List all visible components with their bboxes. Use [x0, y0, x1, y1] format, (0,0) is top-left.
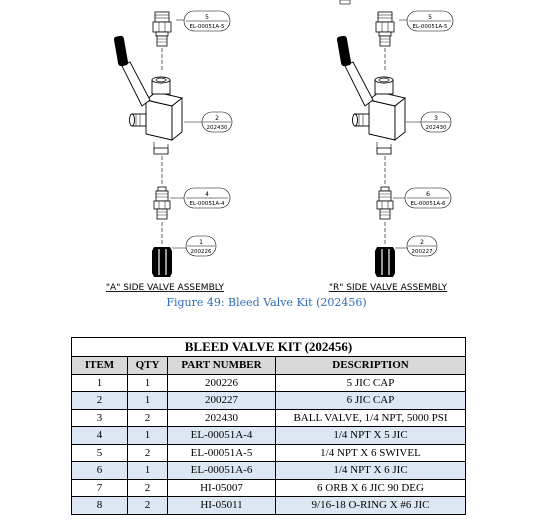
qty-cell: 2 [127, 496, 168, 515]
item-cell: 8 [71, 496, 128, 515]
callout-part-number: EL-00051A-4 [189, 201, 225, 207]
callout-item-number: 5 [205, 14, 209, 21]
table-title: BLEED VALVE KIT (202456) [71, 337, 466, 357]
table-row: 4 1 EL-00051A-4 1/4 NPT X 5 JIC [71, 426, 466, 445]
table-row: 1 1 200226 5 JIC CAP [71, 373, 466, 392]
item-cell: 6 [71, 461, 128, 480]
callout-part-number: EL-00051A-5 [412, 24, 448, 30]
table-row: 2 1 200227 6 JIC CAP [71, 391, 466, 410]
callout-item-number: 2 [420, 239, 424, 246]
column-header: ITEM [71, 356, 128, 375]
callout-item-number: 4 [205, 191, 209, 198]
assembly-a-label: "A" SIDE VALVE ASSEMBLY [106, 283, 225, 293]
callout-item-number: 1 [199, 239, 203, 246]
item-cell: 7 [71, 478, 128, 497]
qty-cell: 2 [127, 408, 168, 427]
callout: 1 200226 [185, 235, 217, 257]
adapter-fitting-part [153, 186, 171, 220]
assembly-drawing: 5 EL-00051A-5 2 202430 4 EL-00051A-4 1 2… [106, 0, 454, 293]
part-number-cell: EL-00051A-5 [167, 443, 276, 462]
item-cell: 5 [71, 443, 128, 462]
figure-caption: Figure 49: Bleed Valve Kit (202456) [166, 296, 367, 309]
assembly-r-label: "R" SIDE VALVE ASSEMBLY [329, 283, 448, 293]
callout: 4 EL-00051A-4 [183, 187, 231, 209]
description-cell: BALL VALVE, 1/4 NPT, 5000 PSI [275, 408, 466, 427]
assembly-r [335, 11, 406, 278]
table-row: 8 2 HI-05011 9/16-18 O-RING X #6 JIC [71, 496, 466, 515]
qty-cell: 1 [127, 426, 168, 445]
part-number-cell: 200227 [167, 391, 276, 410]
swivel-fitting-part [152, 11, 172, 47]
qty-cell: 2 [127, 443, 168, 462]
bom-table: BLEED VALVE KIT (202456) ITEM QTY PART N… [71, 337, 466, 515]
part-number-cell: 202430 [167, 408, 276, 427]
part-number-cell: EL-00051A-4 [167, 426, 276, 445]
callout-item-number: 3 [434, 115, 438, 122]
assembly-a [112, 11, 183, 278]
column-header: QTY [127, 356, 168, 375]
callout: 2 200227 [406, 235, 438, 257]
description-cell: 1/4 NPT X 5 JIC [275, 426, 466, 445]
table-row: 5 2 EL-00051A-5 1/4 NPT X 6 SWIVEL [71, 443, 466, 462]
item-cell: 1 [71, 373, 128, 392]
ball-valve-part [335, 34, 406, 155]
item-cell: 3 [71, 408, 128, 427]
callout: 5 EL-00051A-5 [406, 10, 454, 32]
callout-part-number: 202430 [426, 125, 447, 131]
description-cell: 1/4 NPT X 6 SWIVEL [275, 443, 466, 462]
item-cell: 2 [71, 391, 128, 410]
callout-item-number: 5 [428, 14, 432, 21]
description-cell: 9/16-18 O-RING X #6 JIC [275, 496, 466, 515]
item-cell: 4 [71, 426, 128, 445]
callout: 5 EL-00051A-5 [183, 10, 231, 32]
callout-part-number: EL-00051A-5 [189, 24, 225, 30]
callout: 3 202430 [420, 111, 452, 133]
description-cell: 5 JIC CAP [275, 373, 466, 392]
description-cell: 1/4 NPT X 6 JIC [275, 461, 466, 480]
part-number-cell: EL-00051A-6 [167, 461, 276, 480]
qty-cell: 1 [127, 391, 168, 410]
cap-part [374, 246, 396, 278]
table-header-row: ITEM QTY PART NUMBER DESCRIPTION [71, 356, 466, 375]
callout-part-number: 200226 [191, 249, 212, 255]
description-cell: 6 JIC CAP [275, 391, 466, 410]
callout-part-number: 200227 [412, 249, 433, 255]
callout-part-number: EL-00051A-6 [410, 201, 446, 207]
cap-part [151, 246, 173, 278]
description-cell: 6 ORB X 6 JIC 90 DEG [275, 478, 466, 497]
table-row: 7 2 HI-05007 6 ORB X 6 JIC 90 DEG [71, 478, 466, 497]
callout: 2 202430 [201, 111, 233, 133]
callout-part-number: 202430 [207, 125, 228, 131]
callout: 6 EL-00051A-6 [404, 187, 452, 209]
table-row: 3 2 202430 BALL VALVE, 1/4 NPT, 5000 PSI [71, 408, 466, 427]
callout-item-number: 2 [215, 115, 219, 122]
part-number-cell: 200226 [167, 373, 276, 392]
part-number-cell: HI-05007 [167, 478, 276, 497]
qty-cell: 1 [127, 461, 168, 480]
qty-cell: 1 [127, 373, 168, 392]
part-number-cell: HI-05011 [167, 496, 276, 515]
callout-item-number: 6 [426, 191, 430, 198]
qty-cell: 2 [127, 478, 168, 497]
swivel-fitting-part [375, 11, 395, 47]
adapter-fitting-part [376, 186, 394, 220]
column-header: DESCRIPTION [275, 356, 466, 375]
column-header: PART NUMBER [167, 356, 276, 375]
table-row: 6 1 EL-00051A-6 1/4 NPT X 6 JIC [71, 461, 466, 480]
ball-valve-part [112, 34, 183, 155]
